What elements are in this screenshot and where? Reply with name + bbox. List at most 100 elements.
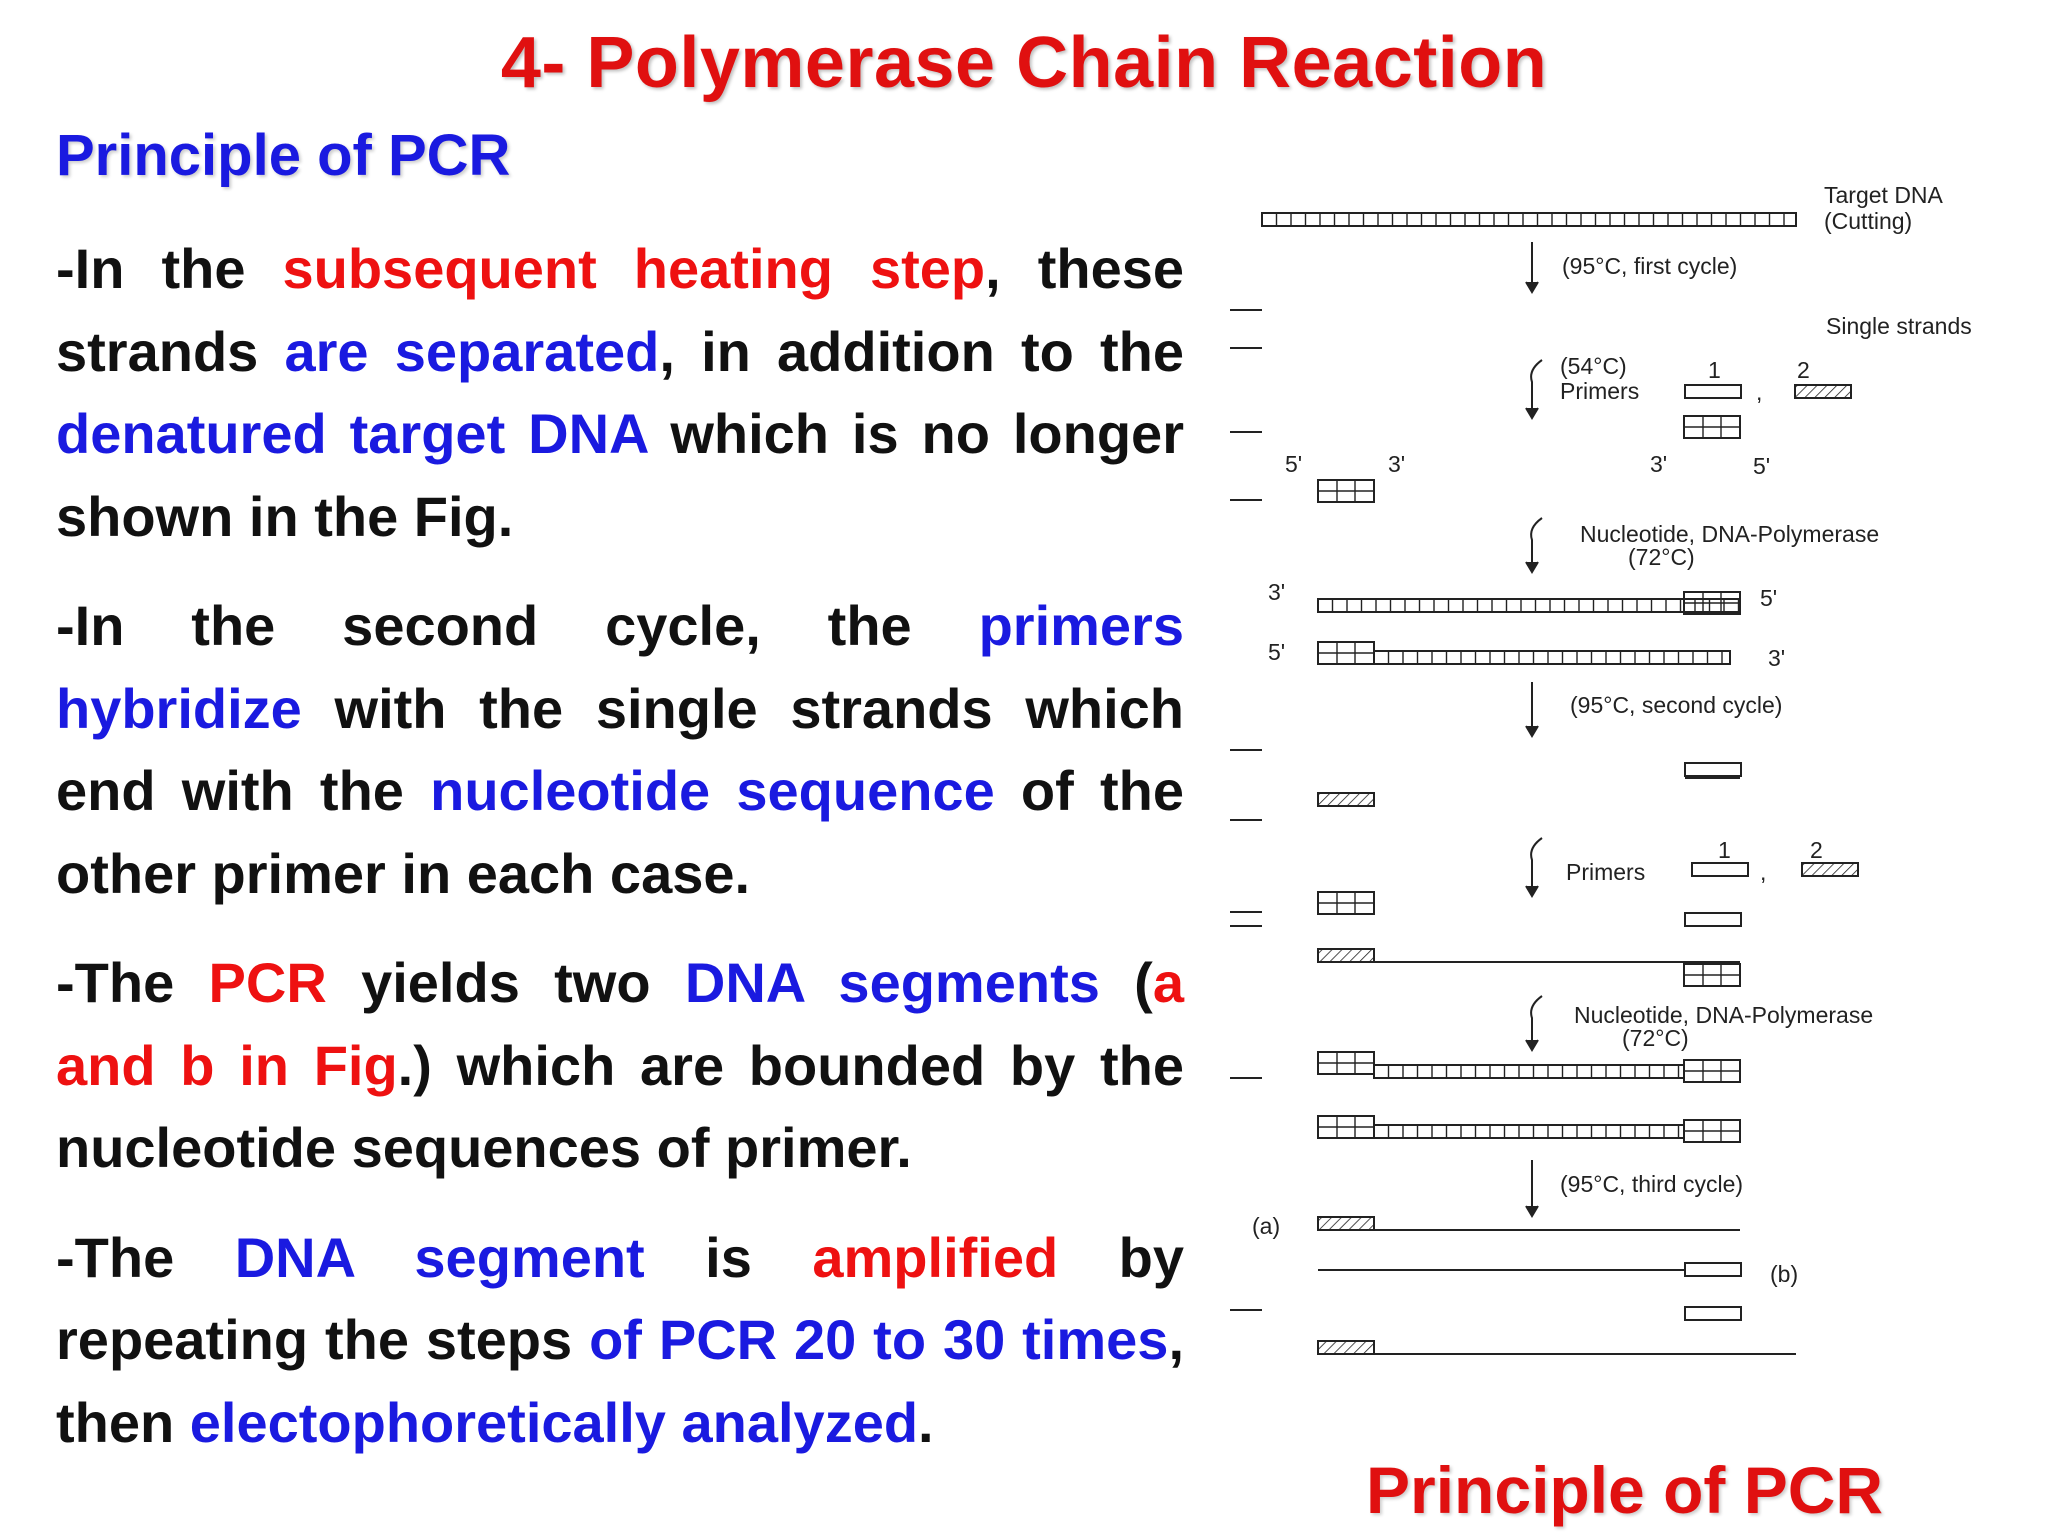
nucleotide-polymerase-label: Nucleotide, DNA-Polymerase bbox=[1574, 1002, 1873, 1028]
figure-caption: Principle of PCR bbox=[1366, 1453, 1884, 1527]
end-label-3-prime: 3' bbox=[1650, 451, 1667, 477]
arrow-head bbox=[1525, 281, 1539, 294]
dna-double-strand bbox=[1373, 650, 1731, 665]
nucleotide-ticks bbox=[1387, 651, 1723, 664]
nucleotide-polymerase-label: Nucleotide, DNA-Polymerase bbox=[1580, 521, 1879, 547]
paragraph: -The PCR yields two DNA segments (a and … bbox=[56, 942, 1184, 1190]
end-label-5-prime: 5' bbox=[1268, 639, 1285, 665]
primer-extension-grid bbox=[1684, 964, 1740, 986]
end-label-5-prime: 5' bbox=[1760, 585, 1777, 611]
text-run: -In the bbox=[56, 237, 283, 300]
text-run: ( bbox=[1099, 951, 1153, 1014]
nucleotide-ticks bbox=[1387, 1125, 1680, 1138]
process-arrow bbox=[1530, 517, 1543, 572]
highlighted-term: are separated bbox=[284, 319, 660, 383]
dna-double-strand bbox=[1373, 1124, 1685, 1139]
text-run: by repeating the steps bbox=[56, 1225, 1185, 1372]
nucleotide-ticks bbox=[1275, 213, 1785, 226]
highlighted-term: primers hybridize bbox=[56, 594, 1184, 740]
primer-extension-grid bbox=[1318, 892, 1374, 914]
primer-2 bbox=[1794, 384, 1852, 399]
text-run: which is no longer shown in the Fig. bbox=[56, 402, 1184, 548]
primer-extension-grid bbox=[1318, 1116, 1374, 1138]
paragraph: -In the second cycle, the primers hybrid… bbox=[56, 585, 1184, 915]
primer-extension-grid bbox=[1318, 480, 1374, 502]
body-text: -In the subsequent heating step, these s… bbox=[56, 228, 1184, 1491]
arrow-head bbox=[1525, 1205, 1539, 1218]
highlighted-term: DNA segment bbox=[234, 1225, 645, 1289]
process-arrow bbox=[1530, 837, 1543, 896]
primer-1 bbox=[1684, 912, 1742, 927]
comma-separator: , bbox=[1756, 379, 1762, 405]
text-run: is bbox=[644, 1225, 813, 1289]
target-dna bbox=[1261, 212, 1797, 227]
primer-extension-grid bbox=[1684, 1120, 1740, 1142]
primers-label: Primers bbox=[1560, 378, 1639, 404]
cutting-label: (Cutting) bbox=[1824, 208, 1912, 234]
nucleotide-ticks bbox=[1387, 1065, 1680, 1078]
text-run: of the other primer in each case. bbox=[56, 759, 1184, 905]
paragraph: -The DNA segment is amplified by repeati… bbox=[56, 1217, 1184, 1465]
primer-2 bbox=[1317, 1340, 1375, 1355]
primer-1-number: 1 bbox=[1708, 357, 1721, 383]
primer-2-number: 2 bbox=[1797, 357, 1810, 383]
text-run: .) which are bounded by the nucleotide s… bbox=[56, 1033, 1184, 1180]
primer-extension-grid bbox=[1318, 642, 1374, 664]
text-run: , these strands bbox=[56, 237, 1184, 383]
primer-2-number: 2 bbox=[1810, 837, 1823, 863]
dna-double-strand bbox=[1317, 598, 1741, 613]
temp-72-label: (72°C) bbox=[1622, 1025, 1689, 1051]
primer-extension-grid bbox=[1684, 416, 1740, 438]
highlighted-term: a and b in Fig bbox=[56, 951, 1184, 1097]
pcr-diagram: Target DNA (Cutting) (95°C, first cycle)… bbox=[1230, 170, 2048, 1370]
temp-54-label: (54°C) bbox=[1560, 353, 1627, 379]
highlighted-term: PCR bbox=[208, 951, 327, 1014]
second-cycle-label: (95°C, second cycle) bbox=[1570, 692, 1782, 718]
arrow-head bbox=[1525, 561, 1539, 574]
highlighted-term: nucleotide sequence bbox=[430, 759, 995, 822]
arrow-head bbox=[1525, 885, 1539, 898]
text-run: . bbox=[918, 1390, 934, 1454]
highlighted-term: electophoretically analyzed bbox=[189, 1390, 919, 1454]
primers-label: Primers bbox=[1566, 859, 1645, 885]
text-run: -The bbox=[56, 951, 209, 1014]
primer-2 bbox=[1317, 792, 1375, 807]
highlighted-term: DNA segments bbox=[684, 951, 1100, 1014]
third-cycle-label: (95°C, third cycle) bbox=[1560, 1171, 1743, 1197]
highlighted-term: denatured target DNA bbox=[56, 402, 648, 465]
text-run: -In the second cycle, the bbox=[56, 594, 979, 657]
primer-1-number: 1 bbox=[1718, 837, 1731, 863]
primer-extension-grid bbox=[1684, 592, 1740, 614]
primer-1 bbox=[1691, 862, 1749, 877]
end-label-5-prime: 5' bbox=[1285, 451, 1302, 477]
section-heading: Principle of PCR bbox=[56, 123, 511, 188]
process-arrow bbox=[1530, 359, 1543, 418]
primer-2 bbox=[1317, 948, 1375, 963]
text-run: with the single strands which end with t… bbox=[56, 676, 1184, 823]
end-label-3-prime: 3' bbox=[1768, 645, 1785, 671]
primer-2 bbox=[1801, 862, 1859, 877]
highlighted-term: of PCR 20 to 30 times bbox=[589, 1308, 1169, 1371]
primer-2 bbox=[1317, 1216, 1375, 1231]
primer-1 bbox=[1684, 762, 1742, 777]
primer-extension-grid bbox=[1318, 1052, 1374, 1074]
single-strands-label: Single strands bbox=[1826, 313, 1972, 339]
arrow-head bbox=[1525, 725, 1539, 738]
temp-72-label: (72°C) bbox=[1628, 544, 1695, 570]
primer-1 bbox=[1684, 1262, 1742, 1277]
comma-separator: , bbox=[1760, 859, 1766, 885]
highlighted-term: amplified bbox=[812, 1225, 1059, 1289]
nucleotide-ticks bbox=[1331, 599, 1740, 612]
first-cycle-label: (95°C, first cycle) bbox=[1562, 253, 1737, 279]
text-run: , then bbox=[56, 1308, 1184, 1454]
text-run: , in addition to the bbox=[659, 319, 1185, 383]
paragraph: -In the subsequent heating step, these s… bbox=[56, 228, 1184, 558]
slide-title: 4- Polymerase Chain Reaction bbox=[500, 23, 1548, 103]
highlighted-term: subsequent heating step bbox=[282, 237, 986, 300]
arrow-head bbox=[1525, 407, 1539, 420]
primer-1 bbox=[1684, 1306, 1742, 1321]
text-run: yields two bbox=[326, 951, 685, 1014]
end-label-5-prime: 5' bbox=[1753, 453, 1770, 479]
end-label-3-prime: 3' bbox=[1388, 451, 1405, 477]
dna-double-strand bbox=[1373, 1064, 1685, 1079]
